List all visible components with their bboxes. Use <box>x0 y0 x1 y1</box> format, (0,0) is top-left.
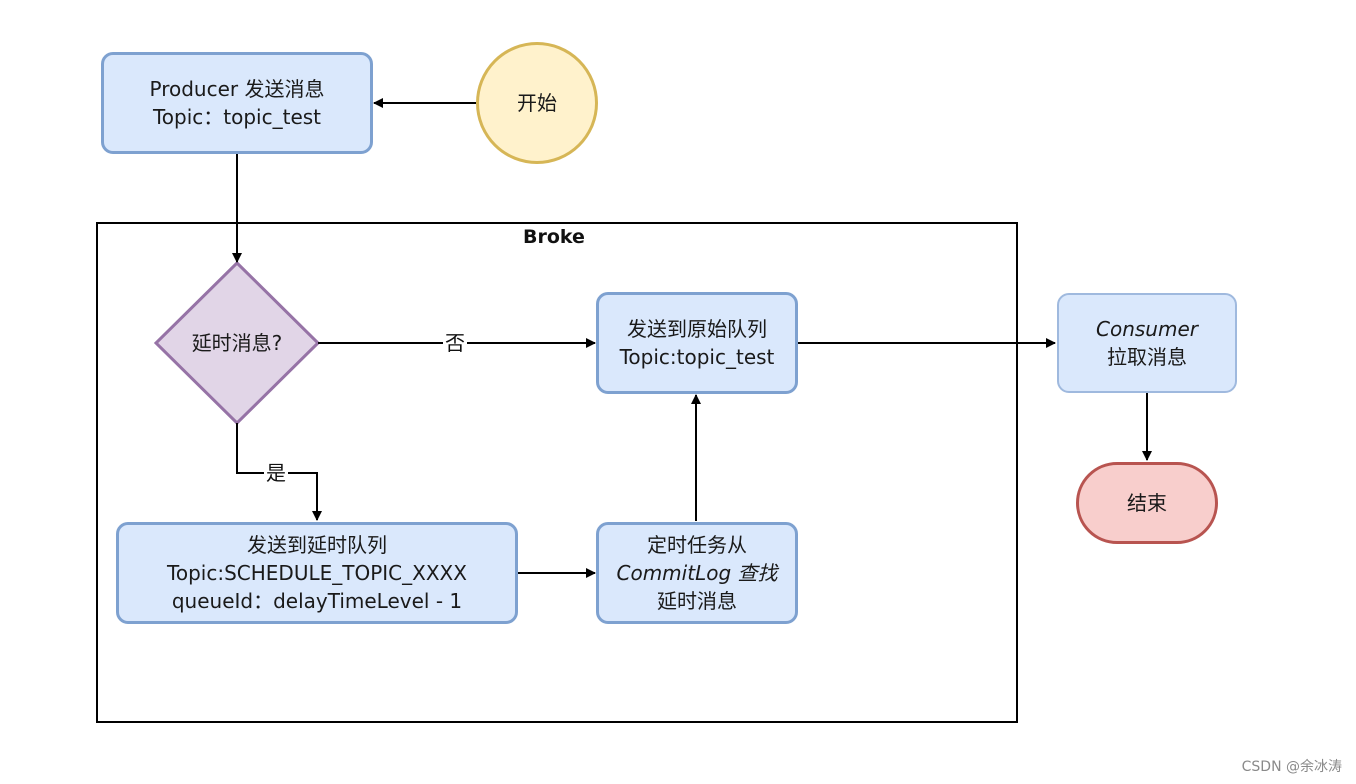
original-queue-line2: Topic:topic_test <box>619 345 775 369</box>
end-node[interactable]: 结束 <box>1076 462 1218 544</box>
start-node[interactable]: 开始 <box>476 42 598 164</box>
consumer-line2: 拉取消息 <box>1106 345 1187 369</box>
scheduler-line1: 定时任务从 <box>647 533 747 557</box>
delay-queue-line1: 发送到延时队列 <box>246 533 387 557</box>
edge-label-no: 否 <box>443 331 467 355</box>
original-queue-line1: 发送到原始队列 <box>627 317 767 341</box>
consumer-line1: Consumer <box>1096 317 1198 341</box>
edge-label-yes: 是 <box>264 461 288 485</box>
delay-queue-node[interactable]: 发送到延时队列 Topic:SCHEDULE_TOPIC_XXXX queueI… <box>116 522 518 624</box>
producer-node[interactable]: Producer 发送消息 Topic：topic_test <box>101 52 373 154</box>
producer-line1: Producer 发送消息 <box>149 77 325 101</box>
producer-line2: Topic：topic_test <box>152 105 322 129</box>
broker-container <box>96 222 1018 723</box>
end-label: 结束 <box>1127 491 1167 515</box>
scheduler-line2: CommitLog 查找 <box>616 561 778 585</box>
original-queue-node[interactable]: 发送到原始队列 Topic:topic_test <box>596 292 798 394</box>
broker-title: Broke <box>523 226 585 248</box>
scheduler-line3: 延时消息 <box>657 589 737 613</box>
consumer-node[interactable]: Consumer 拉取消息 <box>1057 293 1237 393</box>
scheduler-node[interactable]: 定时任务从 CommitLog 查找 延时消息 <box>596 522 798 624</box>
delay-queue-line3: queueId：delayTimeLevel - 1 <box>171 589 463 613</box>
start-label: 开始 <box>517 91 557 115</box>
decision-node[interactable]: 延时消息? <box>156 323 318 363</box>
watermark: CSDN @余冰涛 <box>1241 759 1342 775</box>
delay-queue-line2: Topic:SCHEDULE_TOPIC_XXXX <box>167 561 467 585</box>
decision-label: 延时消息? <box>191 331 283 355</box>
